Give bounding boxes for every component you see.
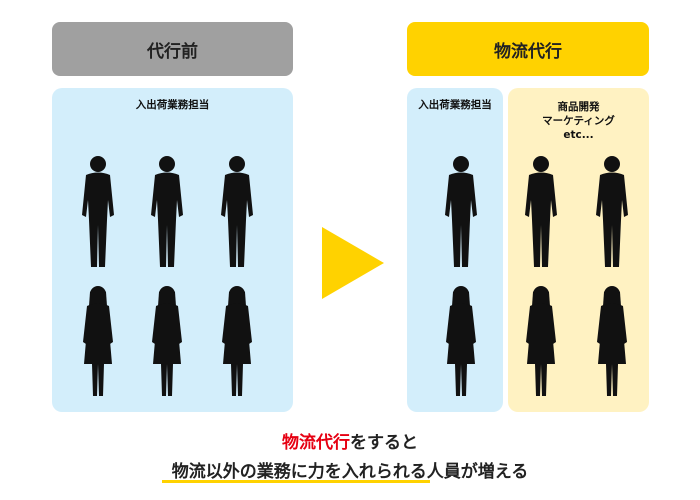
female-person-icon bbox=[592, 284, 632, 399]
male-person-icon bbox=[78, 155, 118, 270]
before-header: 代行前 bbox=[52, 22, 293, 76]
after-header: 物流代行 bbox=[407, 22, 649, 76]
message-highlight: 物流代行 bbox=[282, 433, 350, 453]
label-line: マーケティング bbox=[542, 115, 615, 127]
female-person-icon bbox=[217, 284, 257, 399]
male-person-icon bbox=[217, 155, 257, 270]
male-person-icon bbox=[521, 155, 561, 270]
message-line-1: 物流代行をすると bbox=[0, 428, 700, 453]
message-underline bbox=[162, 480, 430, 483]
arrow-right-icon bbox=[322, 227, 384, 299]
male-person-icon bbox=[147, 155, 187, 270]
after-other-label: 商品開発 マーケティング etc... bbox=[508, 100, 649, 142]
female-person-icon bbox=[78, 284, 118, 399]
male-person-icon bbox=[441, 155, 481, 270]
label-line: etc... bbox=[563, 129, 594, 141]
message-rest: をすると bbox=[350, 433, 418, 453]
female-person-icon bbox=[521, 284, 561, 399]
label-line: 商品開発 bbox=[557, 101, 600, 113]
female-person-icon bbox=[147, 284, 187, 399]
before-title: 代行前 bbox=[147, 41, 198, 62]
male-person-icon bbox=[592, 155, 632, 270]
female-person-icon bbox=[441, 284, 481, 399]
after-group-label: 入出荷業務担当 bbox=[418, 99, 492, 111]
before-group-label: 入出荷業務担当 bbox=[135, 99, 210, 111]
message-line-2: 物流以外の業務に力を入れられる人員が増える bbox=[171, 462, 529, 482]
after-title: 物流代行 bbox=[494, 41, 562, 62]
